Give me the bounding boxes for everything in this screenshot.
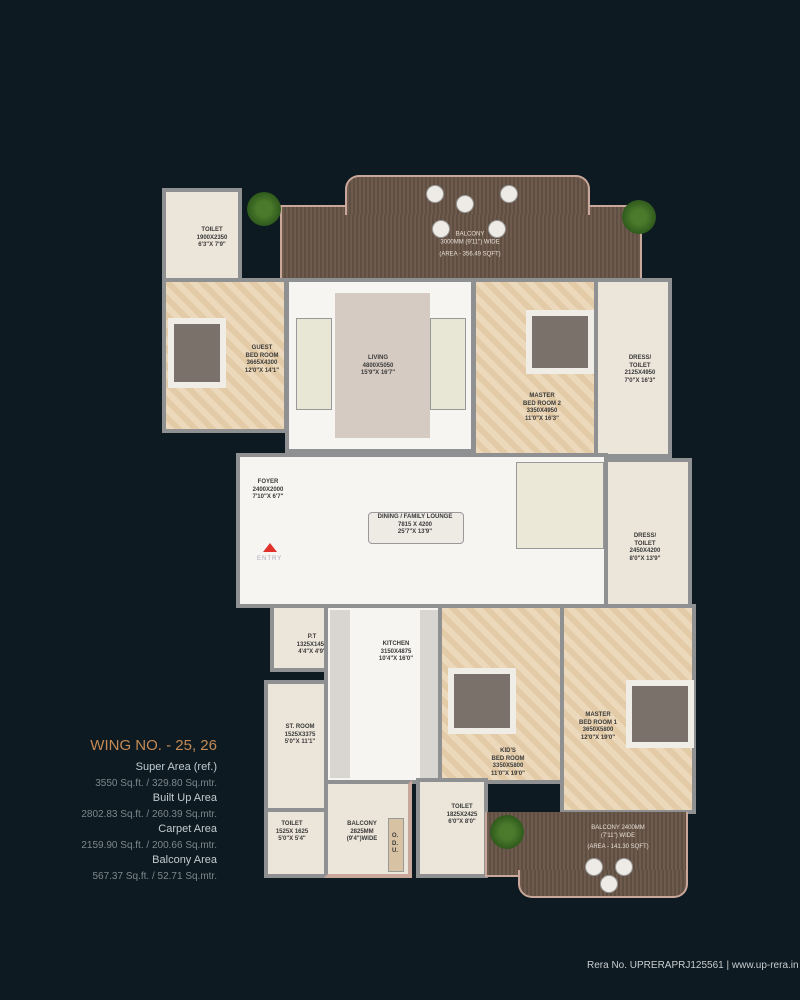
room-toilet-top [162, 188, 242, 282]
sofa-left [296, 318, 332, 410]
chair-icon [585, 858, 603, 876]
chair-icon [500, 185, 518, 203]
table-icon [600, 875, 618, 893]
bed-icon [626, 680, 694, 748]
built-up-area-label: Built Up Area [152, 792, 217, 804]
rera-footer: Rera No. UPRERAPRJ125561 | www.up-rera.i… [587, 960, 799, 971]
lounge-sofa [516, 462, 604, 549]
entry-arrow-icon [263, 543, 277, 552]
chair-icon [488, 220, 506, 238]
built-up-area-value: 2802.83 Sq.ft. / 260.39 Sq.mtr. [81, 808, 217, 820]
plant-icon [490, 815, 524, 849]
plant-icon [622, 200, 656, 234]
room-foyer [236, 453, 300, 535]
super-area-value: 3550 Sq.ft. / 329.80 Sq.mtr. [95, 777, 217, 789]
area-summary: Super Area (ref.) 3550 Sq.ft. / 329.80 S… [81, 760, 217, 884]
carpet-area-label: Carpet Area [158, 823, 217, 835]
kitchen-counter [330, 610, 350, 778]
odu-unit [388, 818, 404, 872]
odu-label: O.D.U. [391, 832, 399, 854]
carpet-area-value: 2159.90 Sq.ft. / 200.66 Sq.mtr. [81, 839, 217, 851]
bed-icon [448, 668, 516, 734]
sofa-right [430, 318, 466, 410]
table-icon [456, 195, 474, 213]
rug [335, 293, 430, 438]
bed-icon [526, 310, 594, 374]
kitchen-counter [420, 610, 438, 778]
room-pt [270, 604, 328, 672]
balcony-bottom-label: BALCONY 2400MM(7'11") WIDE(AREA - 141.30… [587, 824, 649, 850]
dining-table [368, 512, 464, 544]
bed-icon [168, 318, 226, 388]
balcony-area-label: Balcony Area [152, 854, 217, 866]
room-dress-toilet-1 [594, 278, 672, 458]
entry-label: ENTRY [257, 556, 283, 562]
chair-icon [426, 185, 444, 203]
chair-icon [615, 858, 633, 876]
plant-icon [247, 192, 281, 226]
chair-icon [432, 220, 450, 238]
super-area-label: Super Area (ref.) [135, 761, 217, 773]
balcony-area-value: 567.37 Sq.ft. / 52.71 Sq.mtr. [92, 870, 217, 882]
wing-number: WING NO. - 25, 26 [90, 737, 217, 754]
room-toilet-bottom [416, 778, 488, 878]
